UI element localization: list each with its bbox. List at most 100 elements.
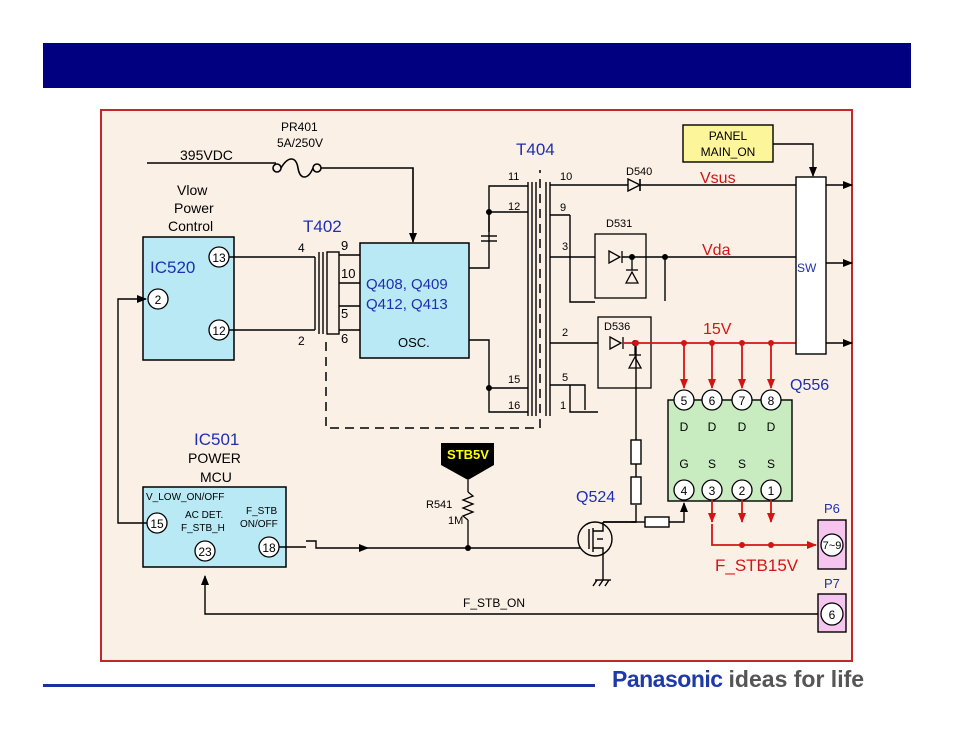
q524-wiring bbox=[592, 343, 688, 587]
vlow-label-2: Power bbox=[174, 200, 214, 216]
t402-pin-10: 10 bbox=[341, 266, 355, 281]
p6-label: P6 bbox=[824, 501, 840, 516]
ic520-pin-2 bbox=[147, 288, 169, 310]
q524-label: Q524 bbox=[576, 489, 615, 506]
panel-to-sw bbox=[773, 143, 817, 177]
q556-top-pin-label: 8 bbox=[768, 394, 775, 408]
t404-pin-16: 16 bbox=[508, 400, 520, 412]
ic501-pin-18-label: 18 bbox=[262, 541, 276, 555]
f-stb-on-label: F_STB_ON bbox=[463, 596, 525, 610]
t404-pin-10: 10 bbox=[560, 171, 572, 183]
fuse-ref: PR401 bbox=[281, 120, 318, 134]
r541-resistor bbox=[461, 480, 475, 548]
d540-label: D540 bbox=[626, 166, 652, 178]
osc-block bbox=[359, 242, 470, 359]
t404-pin-11: 11 bbox=[508, 171, 519, 183]
stb5v-label: STB5V bbox=[447, 447, 489, 462]
t404-pin-5: 5 bbox=[562, 372, 568, 384]
d531-label: D531 bbox=[606, 218, 632, 230]
q556-top-pin-label: 7 bbox=[739, 394, 746, 408]
sw-block bbox=[795, 176, 827, 355]
f-stb15v-rail bbox=[708, 500, 817, 549]
osc-label: OSC. bbox=[398, 335, 430, 350]
q556-bottom-pin-label: 3 bbox=[709, 484, 716, 498]
t404-name: T404 bbox=[516, 140, 555, 159]
q556-top-pin bbox=[701, 389, 723, 411]
stb5v-source bbox=[441, 443, 494, 480]
d536-block bbox=[597, 316, 652, 389]
p7-pin bbox=[820, 602, 844, 626]
vlow-label-3: Control bbox=[168, 218, 213, 234]
vda-label: Vda bbox=[702, 242, 731, 259]
t404-pin-9: 9 bbox=[560, 202, 566, 214]
t402-pin-4: 4 bbox=[298, 241, 305, 255]
t402-pin-6: 6 bbox=[341, 331, 348, 346]
q556-gate-source-label: S bbox=[708, 457, 716, 471]
d536-label: D536 bbox=[604, 321, 630, 333]
q556-top-pin bbox=[673, 389, 695, 411]
fuse-rating: 5A/250V bbox=[277, 136, 323, 150]
f-stb15v-label: F_STB15V bbox=[715, 556, 799, 575]
d531-block bbox=[594, 233, 647, 299]
15v-label: 15V bbox=[703, 321, 732, 338]
p7-label: P7 bbox=[824, 576, 840, 591]
ic520-pin-13-label: 13 bbox=[212, 251, 226, 265]
r541-ref: R541 bbox=[426, 499, 452, 511]
r541-value: 1M bbox=[448, 515, 463, 527]
q556-top-pin bbox=[760, 389, 782, 411]
q524-transistor bbox=[577, 521, 613, 557]
d540-diode bbox=[627, 177, 642, 193]
ic501-f-stb: F_STB bbox=[246, 506, 277, 517]
p6-pin-label: 7~9 bbox=[823, 540, 842, 552]
panel-main-on-box bbox=[682, 124, 774, 163]
sw-label: SW bbox=[797, 261, 817, 275]
ic501-pin-15-label: 15 bbox=[150, 517, 164, 531]
ic520-t402-wiring bbox=[229, 251, 340, 335]
q556-gate-source-label: S bbox=[738, 457, 746, 471]
q556-name: Q556 bbox=[790, 377, 829, 394]
vlow-label-1: Vlow bbox=[177, 182, 208, 198]
panel-label-1: PANEL bbox=[709, 129, 748, 143]
vsus-label: Vsus bbox=[700, 170, 736, 187]
t402-secondary-wiring bbox=[339, 254, 360, 331]
input-voltage-label: 395VDC bbox=[180, 147, 233, 163]
footer-rule bbox=[43, 684, 595, 687]
t402-pin-5: 5 bbox=[341, 306, 348, 321]
t404-pin-15: 15 bbox=[508, 374, 520, 386]
isolation-boundary bbox=[325, 170, 541, 429]
q556-gate-source-label: G bbox=[679, 457, 688, 471]
d536-diodes bbox=[609, 335, 643, 369]
brand-name: Panasonic bbox=[612, 666, 723, 692]
t402-pin-9: 9 bbox=[341, 238, 348, 253]
ic520-pin-12-label: 12 bbox=[212, 324, 226, 338]
q524-internals bbox=[588, 522, 604, 557]
ic501-pin-23 bbox=[194, 540, 216, 562]
input-line bbox=[147, 158, 417, 243]
p7-pin-label: 6 bbox=[829, 608, 836, 622]
ic520-name: IC520 bbox=[150, 258, 195, 277]
q556-top-pin-label: 6 bbox=[709, 394, 716, 408]
osc-line-2: Q412, Q413 bbox=[366, 296, 448, 313]
f-stb-on-line bbox=[201, 575, 818, 615]
q556-top-pin bbox=[731, 389, 753, 411]
f-stb-control-line bbox=[279, 540, 580, 552]
t402-name: T402 bbox=[303, 217, 342, 236]
t404-secondary-wiring bbox=[550, 184, 796, 413]
t404-pin-12: 12 bbox=[508, 201, 520, 213]
ic501-sub-2: MCU bbox=[200, 469, 232, 485]
ic501-sub-1: POWER bbox=[188, 450, 241, 466]
t402-pin-2: 2 bbox=[298, 334, 305, 348]
ic501-name: IC501 bbox=[194, 430, 239, 449]
ic501-ac-det: AC DET. bbox=[185, 510, 223, 521]
sw-outputs bbox=[826, 181, 853, 347]
p6-pin bbox=[820, 533, 844, 557]
ic520-pin-2-label: 2 bbox=[155, 293, 162, 307]
q556-drain-label: D bbox=[767, 420, 776, 434]
ic501-on-off: ON/OFF bbox=[240, 519, 278, 530]
q556-drain-label: D bbox=[708, 420, 717, 434]
q556-bottom-pin-label: 4 bbox=[681, 484, 688, 498]
t404-pin-3: 3 bbox=[562, 241, 568, 253]
osc-line-1: Q408, Q409 bbox=[366, 276, 448, 293]
